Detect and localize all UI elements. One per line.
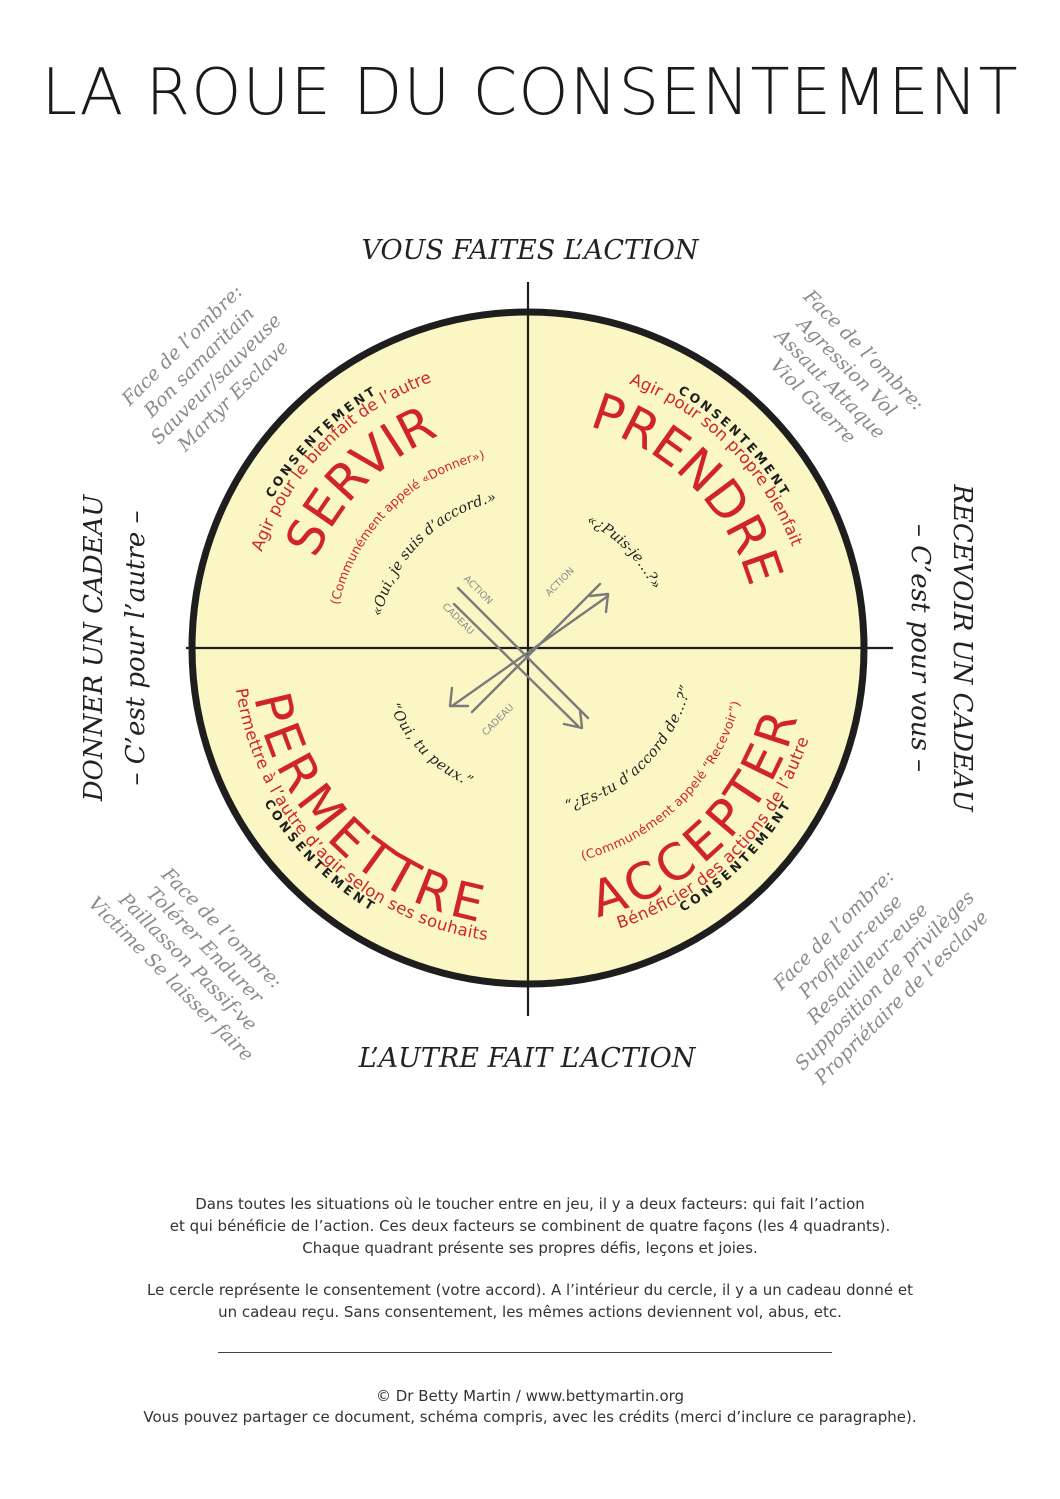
paragraph-line: un cadeau reçu. Sans consentement, les m…	[218, 1303, 842, 1321]
axis-right-label: RECEVOIR UN CADEAU	[947, 483, 977, 812]
give-arrow-line	[456, 586, 590, 720]
paragraph-line: Dans toutes les situations où le toucher…	[195, 1195, 865, 1213]
arrowhead-permettre	[448, 686, 470, 708]
permettre-shadow-line: Paillasson Passif-ve	[114, 888, 262, 1036]
arrowhead-prendre	[588, 592, 610, 614]
axis-left-label: DONNER UN CADEAU	[79, 494, 109, 803]
axis-right-sub: – C’est pour vous –	[905, 524, 935, 772]
axis-top-label: VOUS FAITES L’ACTION	[362, 235, 700, 266]
paragraph-line: Le cercle représente le consentement (vo…	[147, 1281, 913, 1299]
license-line: Vous pouvez partager ce document, schéma…	[143, 1408, 917, 1426]
axis-labels: VOUS FAITES L’ACTION L’AUTRE FAIT L’ACTI…	[79, 235, 977, 1074]
divider	[218, 1352, 832, 1353]
center-arrows	[448, 582, 610, 730]
axis-bottom-label: L’AUTRE FAIT L’ACTION	[358, 1043, 697, 1074]
explanation-paragraph-2: Le cercle représente le consentement (vo…	[90, 1279, 970, 1323]
page-title: LA ROUE DU CONSENTEMENT	[41, 56, 1019, 130]
paragraph-line: Chaque quadrant présente ses propres déf…	[302, 1239, 758, 1257]
explanation-paragraph-1: Dans toutes les situations où le toucher…	[90, 1193, 970, 1259]
copyright-line: © Dr Betty Martin / www.bettymartin.org	[375, 1387, 685, 1405]
permettre-shadow-list: Face de l’ombre: Tolérer Endurer Paillas…	[84, 863, 286, 1066]
paragraph-line: et qui bénéficie de l’action. Ces deux f…	[169, 1217, 891, 1235]
axis-left-sub: – C’est pour l’autre –	[121, 511, 151, 786]
accepter-arrow-line	[450, 594, 610, 708]
arrowhead-accepter	[562, 708, 584, 730]
servir-arrow-line	[452, 602, 580, 728]
